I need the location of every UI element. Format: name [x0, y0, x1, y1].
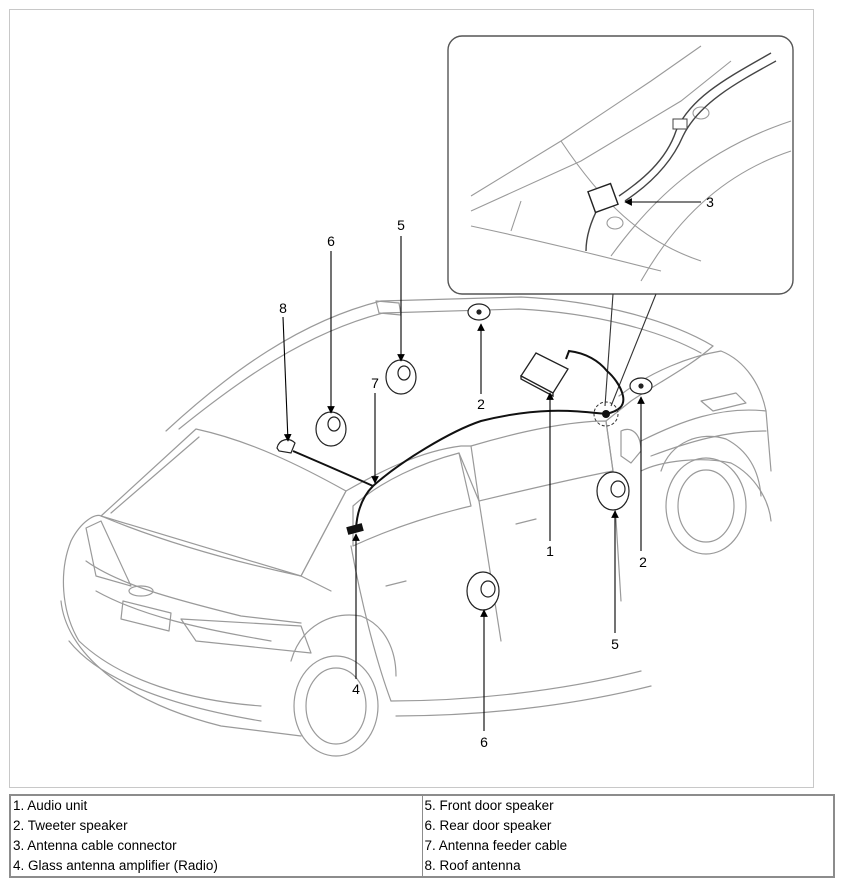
legend-left-column: 1. Audio unit 2. Tweeter speaker 3. Ante… — [9, 794, 423, 878]
rear-door-speaker-left — [315, 411, 347, 447]
car-body-outline — [60, 296, 772, 757]
legend-item-5: 5. Front door speaker — [424, 798, 554, 813]
callout-2-front: 2 — [639, 554, 647, 570]
callout-6-top: 6 — [327, 233, 335, 249]
glass-antenna-amplifier — [346, 523, 364, 535]
callout-5-top: 5 — [397, 217, 405, 233]
legend-item-2: 2. Tweeter speaker — [13, 818, 128, 833]
antenna-cable-connector — [593, 401, 619, 427]
callout-8: 8 — [279, 300, 287, 316]
component-location-figure: 1 2 2 3 4 5 5 6 6 7 8 — [9, 9, 814, 788]
legend-item-4: 4. Glass antenna amplifier (Radio) — [13, 858, 218, 873]
car-audio-diagram: 1 2 2 3 4 5 5 6 6 7 8 — [60, 35, 794, 757]
legend-item-8: 8. Roof antenna — [424, 858, 521, 873]
front-door-speaker-right — [596, 471, 630, 511]
audio-unit — [520, 352, 569, 398]
connector-detail-inset — [447, 35, 794, 295]
legend-item-1: 1. Audio unit — [13, 798, 88, 813]
callout-2-rear: 2 — [477, 396, 485, 412]
legend-right-column: 5. Front door speaker 6. Rear door speak… — [421, 794, 835, 878]
callout-labels: 1 2 2 3 4 5 5 6 6 7 8 — [279, 194, 714, 750]
callout-1: 1 — [546, 543, 554, 559]
inset-leader — [604, 293, 657, 407]
callout-5-bottom: 5 — [611, 636, 619, 652]
callout-leaders — [282, 198, 701, 731]
callout-3: 3 — [706, 194, 714, 210]
roof-antenna — [276, 438, 296, 454]
rear-door-speaker-right — [466, 571, 500, 611]
callout-6-bottom: 6 — [480, 734, 488, 750]
tweeter-speaker-front — [629, 377, 653, 395]
callout-7: 7 — [371, 375, 379, 391]
component-legend-table: 1. Audio unit 2. Tweeter speaker 3. Ante… — [9, 794, 835, 878]
callout-4: 4 — [352, 681, 360, 697]
legend-item-6: 6. Rear door speaker — [424, 818, 552, 833]
tweeter-speaker-rear — [467, 303, 491, 321]
front-door-speaker-left — [385, 359, 417, 395]
legend-item-3: 3. Antenna cable connector — [13, 838, 177, 853]
legend-item-7: 7. Antenna feeder cable — [424, 838, 568, 853]
